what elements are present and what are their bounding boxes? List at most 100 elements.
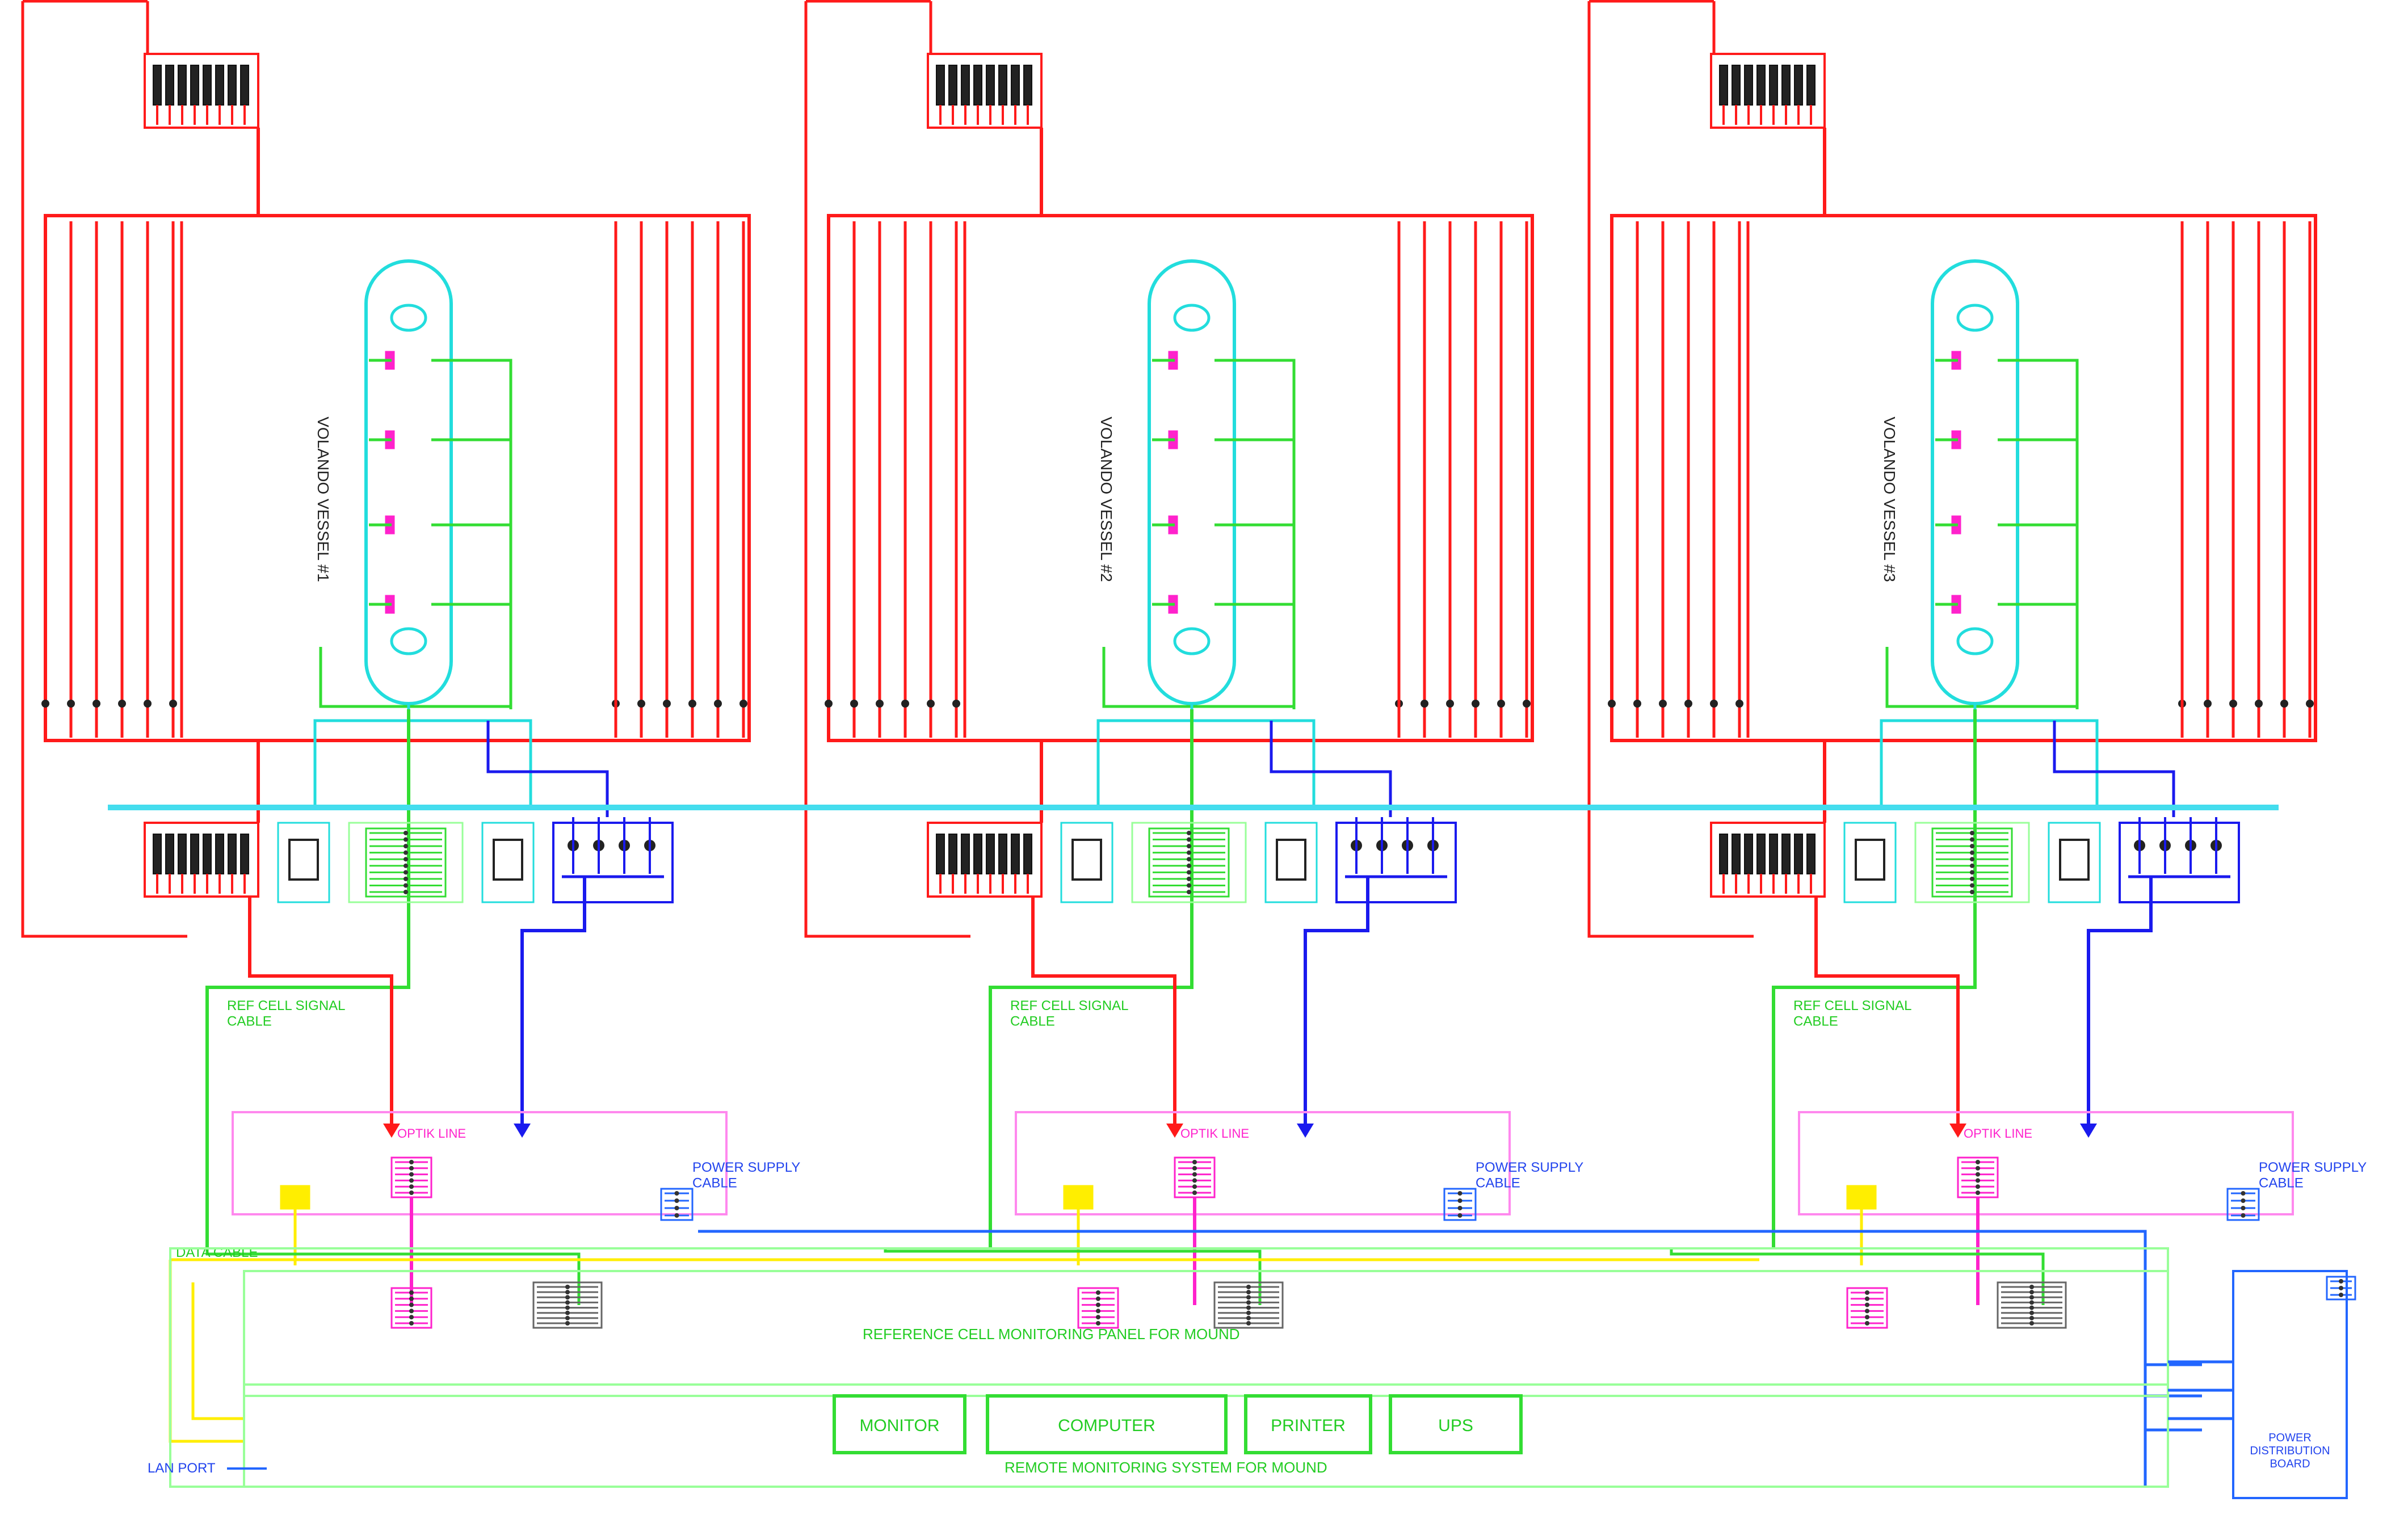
terminal-dot bbox=[1970, 850, 1974, 855]
anode-node bbox=[144, 700, 152, 708]
anode-node bbox=[169, 700, 177, 708]
red-signal-drop bbox=[1031, 897, 1176, 1124]
anode-node bbox=[1633, 700, 1641, 708]
terminal-dot bbox=[2241, 1213, 2246, 1218]
power-terminal-frame bbox=[1443, 1188, 1477, 1221]
meter-1 bbox=[288, 839, 319, 881]
connector-pin bbox=[203, 834, 212, 874]
vessel-bottom-manway bbox=[1173, 627, 1211, 655]
green-main-drop bbox=[205, 709, 410, 1248]
terminal-dot bbox=[1192, 1166, 1197, 1171]
vessel-top-manway bbox=[1956, 304, 1994, 332]
power-terminal bbox=[1443, 1188, 1477, 1221]
terminal-dot bbox=[565, 1295, 570, 1300]
green-terminal-block bbox=[348, 822, 464, 903]
terminal-dot bbox=[1970, 870, 1974, 875]
optic-label: OPTIK LINE bbox=[1180, 1126, 1249, 1141]
connector-pin bbox=[228, 65, 237, 106]
probe-run bbox=[1237, 523, 1296, 550]
green-bottom-loop bbox=[319, 647, 511, 708]
pdb-terminal-frame bbox=[2326, 1276, 2356, 1301]
yellow-connector bbox=[280, 1185, 310, 1210]
connector-pin bbox=[986, 834, 995, 874]
reference-optic-1 bbox=[390, 1287, 432, 1329]
terminal-dot bbox=[1187, 831, 1191, 835]
connector-pin bbox=[1732, 65, 1741, 106]
connector-pin bbox=[1781, 834, 1791, 874]
terminal-dot bbox=[565, 1321, 570, 1326]
terminal-dot bbox=[409, 1309, 414, 1314]
terminal-dot bbox=[1246, 1305, 1251, 1310]
green-terminal-strip bbox=[1148, 827, 1230, 898]
vessel-shell bbox=[1931, 259, 2019, 705]
vessel-label: VOLANDO VESSEL #3 bbox=[1881, 416, 1898, 582]
connector-pin bbox=[1011, 834, 1020, 874]
terminal-dot bbox=[1970, 844, 1974, 849]
optic-terminal bbox=[1174, 1156, 1216, 1198]
connector-pin bbox=[240, 65, 249, 106]
terminal-dot bbox=[1970, 837, 1974, 842]
terminal-dot bbox=[1192, 1178, 1197, 1183]
anode-node bbox=[1659, 700, 1667, 708]
top-connector-bank-frame bbox=[144, 53, 259, 129]
anode-node bbox=[93, 700, 100, 708]
yellow-loop-inner bbox=[191, 1282, 244, 1420]
green-loop-2 bbox=[884, 1248, 1262, 1305]
connector-pin bbox=[190, 65, 199, 106]
reference-terminal-1 bbox=[532, 1281, 603, 1329]
terminal-dot bbox=[1457, 1213, 1463, 1218]
terminal-dot bbox=[404, 837, 408, 842]
terminal-dot bbox=[2029, 1290, 2034, 1295]
connector-pin bbox=[1011, 65, 1020, 106]
red-arrow bbox=[383, 1124, 400, 1138]
reference-optic-3-frame bbox=[1846, 1287, 1888, 1329]
blue-terminal-box bbox=[1335, 822, 1457, 903]
anode-node bbox=[1710, 700, 1718, 708]
terminal-dot bbox=[2029, 1321, 2034, 1326]
reference-optic-2-frame bbox=[1077, 1287, 1119, 1329]
cyan-drop-right bbox=[409, 719, 532, 806]
probe-run bbox=[454, 359, 512, 386]
reference-panel-label: REFERENCE CELL MONITORING PANEL FOR MOUN… bbox=[863, 1326, 1240, 1343]
terminal-dot bbox=[2029, 1305, 2034, 1310]
optic-terminal bbox=[390, 1156, 432, 1198]
computer-box bbox=[986, 1394, 1228, 1454]
blue-feed bbox=[486, 721, 609, 817]
green-bottom-loop bbox=[1102, 647, 1294, 708]
monitor-box bbox=[833, 1394, 966, 1454]
probe-run bbox=[2020, 603, 2079, 630]
bottom-connector-bank-frame bbox=[927, 822, 1043, 898]
green-terminal-block bbox=[1131, 822, 1247, 903]
terminal-dot bbox=[409, 1184, 414, 1189]
red-arrow bbox=[1949, 1124, 1966, 1138]
outer-red-loop bbox=[1587, 1, 1754, 938]
terminal-dot bbox=[1976, 1172, 1980, 1177]
probe-run bbox=[454, 438, 512, 465]
connector-pin bbox=[203, 65, 212, 106]
terminal-dot bbox=[409, 1160, 414, 1164]
optic-label: OPTIK LINE bbox=[1964, 1126, 2032, 1141]
connector-pin bbox=[178, 834, 187, 874]
meter-1 bbox=[1855, 839, 1885, 881]
anode-node bbox=[1446, 700, 1454, 708]
terminal-dot bbox=[2241, 1191, 2246, 1196]
connector-pin bbox=[1023, 834, 1032, 874]
terminal-dot bbox=[1865, 1309, 1869, 1314]
meter-1 bbox=[1071, 839, 1102, 881]
green-terminal-strip bbox=[1931, 827, 2013, 898]
anode-node bbox=[637, 700, 645, 708]
meter-box-1 bbox=[277, 822, 330, 903]
power-terminal bbox=[660, 1188, 694, 1221]
blue-terminal-box bbox=[2119, 822, 2240, 903]
connector-pin bbox=[1744, 65, 1753, 106]
terminal-dot bbox=[2029, 1315, 2034, 1320]
ups-label: UPS bbox=[1438, 1416, 1473, 1435]
connector-pin bbox=[986, 65, 995, 106]
probe-run bbox=[1237, 603, 1296, 630]
terminal-dot bbox=[1246, 1290, 1251, 1295]
connector-pin bbox=[215, 834, 224, 874]
anode-node bbox=[67, 700, 75, 708]
